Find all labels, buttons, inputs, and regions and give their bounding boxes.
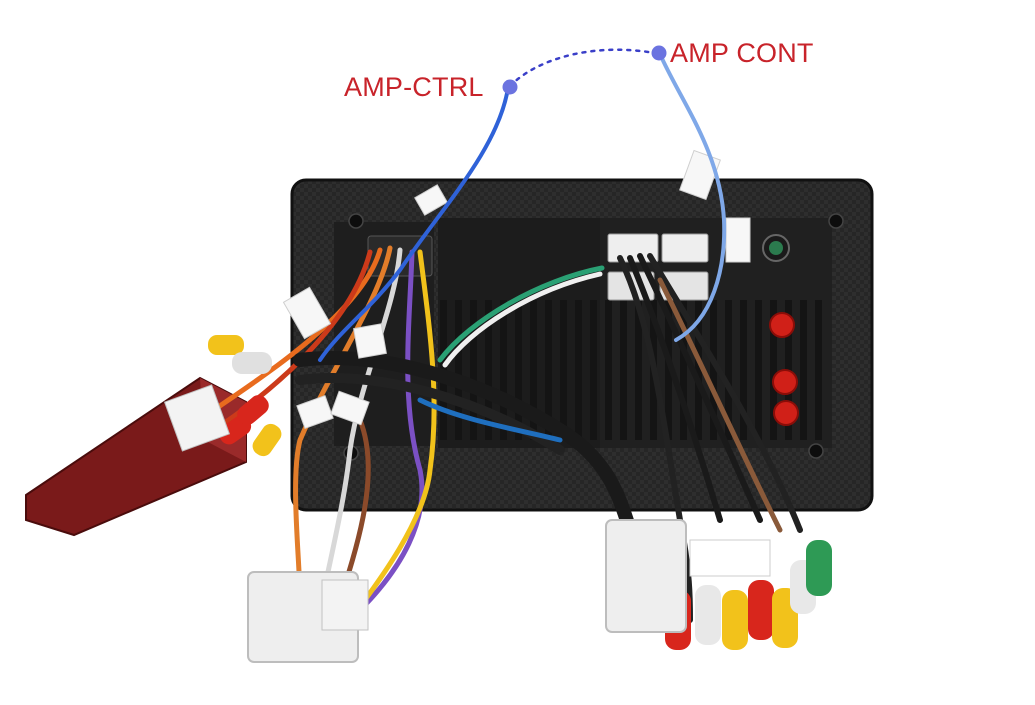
heatsink-fin bbox=[680, 300, 687, 440]
rca-plug-icon bbox=[722, 590, 748, 650]
heatsink-fins bbox=[440, 300, 822, 440]
rca-plug-icon bbox=[232, 352, 272, 374]
screw-icon bbox=[828, 213, 844, 229]
amp-cont-wire bbox=[658, 52, 727, 342]
heatsink-fin bbox=[455, 300, 462, 440]
round-button-icon bbox=[773, 400, 799, 426]
heatsink-fin bbox=[545, 300, 552, 440]
rca-plug-icon bbox=[806, 540, 832, 596]
heatsink-fin bbox=[620, 300, 627, 440]
heatsink-fin bbox=[665, 300, 672, 440]
cable-tags bbox=[282, 149, 751, 430]
heatsink-fin bbox=[800, 300, 807, 440]
heatsink-fin bbox=[485, 300, 492, 440]
heatsink-fin bbox=[590, 300, 597, 440]
circle-dot-icon bbox=[502, 79, 518, 95]
round-button-icon bbox=[772, 369, 798, 395]
heatsink-fin bbox=[815, 300, 822, 440]
panel-buttons bbox=[769, 312, 799, 426]
rca-plug-icon bbox=[237, 395, 269, 425]
heatsink-fin bbox=[695, 300, 702, 440]
heatsink-fin bbox=[605, 300, 612, 440]
connector-plug-icon bbox=[321, 579, 369, 631]
screw-icon bbox=[808, 443, 824, 459]
rca-plug-icon bbox=[252, 423, 282, 457]
connector-plug-icon bbox=[605, 519, 687, 633]
amp-ctrl-wire bbox=[318, 86, 510, 362]
heatsink-fin bbox=[560, 300, 567, 440]
heatsink-fin bbox=[515, 300, 522, 440]
amp-ctrl-label: AMP-CTRL bbox=[344, 72, 484, 102]
harness-plugs bbox=[163, 384, 687, 663]
amp-cont-label: AMP CONT bbox=[670, 38, 814, 68]
dotted-connection-link bbox=[508, 48, 662, 88]
heatsink-fin bbox=[530, 300, 537, 440]
antenna-core-icon bbox=[769, 241, 783, 255]
connector-plug-icon bbox=[163, 384, 231, 452]
cable-tag bbox=[689, 539, 771, 577]
heatsink-fin bbox=[470, 300, 477, 440]
rca-plug-icon bbox=[208, 335, 244, 355]
rca-plug-icon bbox=[695, 585, 721, 645]
wire-harness bbox=[197, 245, 803, 623]
heatsink-fin bbox=[725, 300, 732, 440]
heatsink-fin bbox=[770, 300, 777, 440]
heatsink-fin bbox=[710, 300, 717, 440]
heatsink-fin bbox=[755, 300, 762, 440]
rca-plug-icon bbox=[748, 580, 774, 640]
rca-plugs-left bbox=[208, 335, 282, 457]
circle-dot-icon bbox=[651, 45, 667, 61]
screw-icon bbox=[348, 213, 364, 229]
heatsink-fin bbox=[635, 300, 642, 440]
heatsink-fin bbox=[500, 300, 507, 440]
round-button-icon bbox=[769, 312, 795, 338]
heatsink-fin bbox=[575, 300, 582, 440]
heatsink-fin bbox=[740, 300, 747, 440]
amp-wires bbox=[318, 45, 727, 362]
